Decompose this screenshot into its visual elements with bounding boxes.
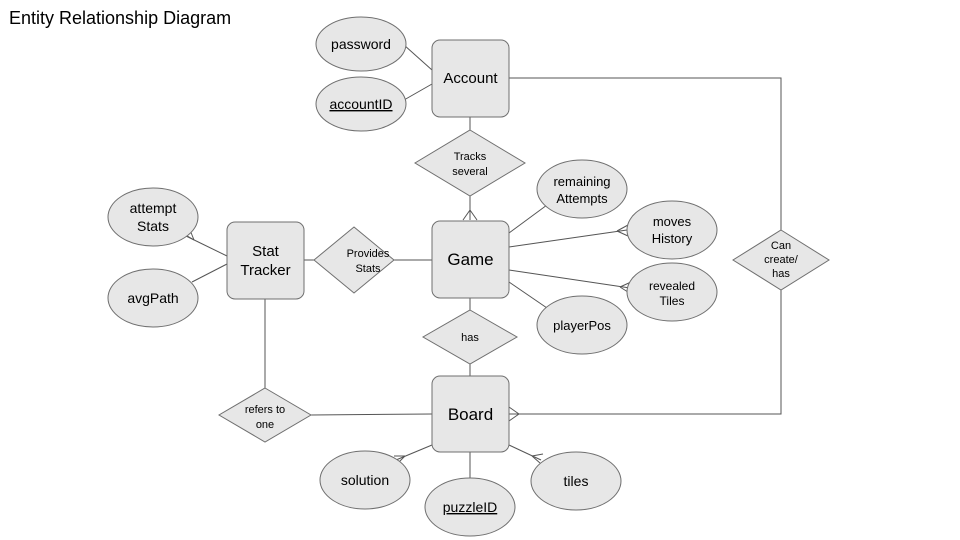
rel-tracks-several-label-2: several [452,166,487,178]
line-can-create-board [509,290,782,415]
rel-has-label: has [461,332,479,344]
line-password-account [403,44,433,71]
attr-account-id: accountID [315,76,407,132]
line-game-remaining [508,204,548,234]
attr-solution: solution [319,450,411,510]
line-refers-board [310,413,433,416]
crowfoot-tiles-b [531,455,541,464]
crowfoot-moves-a [616,224,629,232]
rel-can-create-has-label-1: Can [771,240,791,252]
rel-provides-stats: Provides Stats [313,226,395,294]
attr-tiles: tiles [530,451,622,511]
rel-tracks-several: Tracks several [414,129,526,197]
entity-account-label: Account [443,70,498,87]
rel-provides-stats-label-1: Provides [347,248,390,260]
line-account-can-create [509,77,782,230]
attr-tiles-label: tiles [564,473,589,489]
rel-can-create-has: Can create/ has [732,229,830,291]
line-avgpath-stat [191,263,228,283]
entity-board: Board [431,375,510,453]
attr-revealed-tiles-label-1: revealed [649,279,695,293]
attr-remaining-attempts-label-1: remaining [553,174,610,189]
attr-password: password [315,16,407,72]
attr-puzzle-id: puzzleID [424,477,516,537]
rel-refers-to-one-label-1: refers to [245,404,285,416]
attr-puzzle-id-label: puzzleID [443,499,497,515]
attr-revealed-tiles-label-2: Tiles [660,294,685,308]
attr-moves-history-label-2: History [652,231,693,246]
line-board-tiles [508,444,542,461]
page-title: Entity Relationship Diagram [9,8,232,28]
rel-refers-to-one-label-2: one [256,419,274,431]
rel-has: has [421,309,519,365]
crowfoot-tiles-a [531,453,544,457]
attr-password-label: password [331,36,391,52]
attr-account-id-label: accountID [329,96,392,112]
crowfoot-game-top-a [462,209,471,221]
attr-remaining-attempts: remaining Attempts [536,159,628,219]
attr-player-pos-label: playerPos [553,318,611,333]
entity-game: Game [431,220,510,299]
rel-tracks-several-label-1: Tracks [454,151,487,163]
crowfoot-board-right-a [508,406,520,415]
attr-avg-path: avgPath [107,268,199,328]
entity-stat-tracker-label-2: Tracker [240,262,290,279]
line-board-solution [395,444,433,461]
attr-moves-history: moves History [626,200,718,260]
entity-stat-tracker: Stat Tracker [226,221,305,300]
line-game-playerpos [508,281,548,309]
attr-revealed-tiles: revealed Tiles [626,262,718,322]
line-accountid-account [403,83,433,101]
attr-solution-label: solution [341,472,389,488]
rel-refers-to-one: refers to one [218,387,312,443]
crowfoot-board-right-b [508,413,520,422]
crowfoot-game-top-b [469,209,478,221]
entity-board-label: Board [448,405,493,424]
attr-avg-path-label: avgPath [127,290,178,306]
attr-player-pos: playerPos [536,295,628,355]
line-game-moves [508,229,628,248]
attr-moves-history-label-1: moves [653,214,692,229]
attr-remaining-attempts-label-2: Attempts [556,191,608,206]
entity-account: Account [431,39,510,118]
attr-attempt-stats-label-2: Stats [137,218,169,234]
crowfoot-moves-b [616,230,629,237]
entity-game-label: Game [447,250,493,269]
entity-stat-tracker-label-1: Stat [252,243,280,260]
line-game-revealed [508,269,631,289]
rel-can-create-has-label-2: create/ [764,254,799,266]
rel-can-create-has-label-3: has [772,268,790,280]
attr-attempt-stats-label-1: attempt [130,200,177,216]
rel-provides-stats-label-2: Stats [355,263,381,275]
attr-attempt-stats: attempt Stats [107,187,199,247]
